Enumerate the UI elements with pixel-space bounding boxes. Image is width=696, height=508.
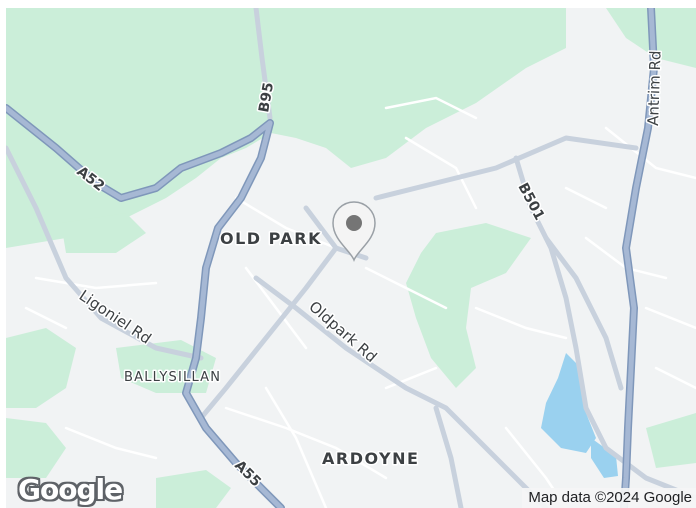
road-east-west-top bbox=[373, 135, 639, 201]
reservoir bbox=[541, 353, 596, 453]
map-canvas[interactable]: A52 B95 A55 B501 Antrim Rd Oldpark Rd Li… bbox=[6, 8, 696, 508]
area-labels: OLD PARK BALLYSILLAN ARDOYNE bbox=[123, 228, 420, 470]
road-b95-north bbox=[253, 8, 273, 121]
minor-roads bbox=[6, 8, 696, 508]
park-west-small bbox=[61, 213, 146, 253]
label-ardoyne: ARDOYNE bbox=[322, 449, 419, 468]
park-southwest bbox=[6, 418, 66, 478]
park-east bbox=[646, 413, 696, 468]
park-west-lower bbox=[6, 328, 76, 408]
map-svg: A52 B95 A55 B501 Antrim Rd Oldpark Rd Li… bbox=[6, 8, 696, 508]
water-bodies bbox=[541, 353, 618, 478]
google-logo[interactable]: Google bbox=[18, 473, 123, 506]
park-center bbox=[406, 223, 531, 388]
park-south-strip bbox=[156, 470, 231, 508]
label-antrim-rd: Antrim Rd bbox=[644, 50, 665, 126]
reservoir-small bbox=[591, 438, 618, 478]
label-b95: B95 bbox=[256, 81, 277, 113]
road-ligoniel bbox=[6, 145, 204, 361]
road-right-loop bbox=[543, 235, 624, 391]
label-ballysillan: BALLYSILLAN bbox=[124, 370, 221, 385]
road-south bbox=[433, 405, 464, 508]
major-roads bbox=[6, 8, 658, 508]
label-old-park: OLD PARK bbox=[220, 229, 322, 248]
road-b501 bbox=[513, 155, 696, 501]
map-attribution[interactable]: Map data ©2024 Google bbox=[522, 488, 696, 508]
road-oldpark bbox=[253, 275, 549, 508]
road-old-park-diag bbox=[198, 245, 339, 421]
map-pin-icon[interactable] bbox=[332, 201, 376, 263]
